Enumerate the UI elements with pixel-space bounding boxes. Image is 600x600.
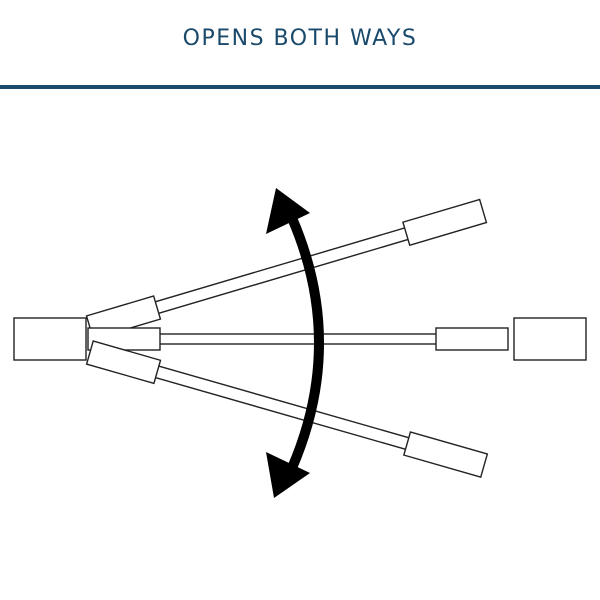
double-headed-curved-arrow-icon: [266, 188, 324, 498]
header-divider: [0, 85, 600, 89]
arrow-arc: [287, 213, 324, 473]
middle-arm-outer-sleeve: [435, 327, 509, 351]
arrow-head-up: [266, 188, 310, 234]
upper-arm-outer-sleeve: [402, 198, 488, 247]
middle-closed-arm: [87, 327, 509, 351]
page-header: OPENS BOTH WAYS: [0, 0, 600, 89]
page-title: OPENS BOTH WAYS: [182, 26, 418, 51]
right-mount-block: [513, 317, 587, 361]
upper-arm-rod: [144, 224, 419, 318]
lower-open-arm: [85, 340, 489, 478]
arrow-head-down: [266, 452, 310, 498]
lower-arm-inner-sleeve: [85, 340, 162, 385]
left-mount-block: [13, 317, 87, 361]
lower-arm-outer-sleeve: [402, 431, 489, 478]
middle-arm-rod: [149, 333, 441, 345]
lower-arm-rod: [145, 362, 420, 453]
